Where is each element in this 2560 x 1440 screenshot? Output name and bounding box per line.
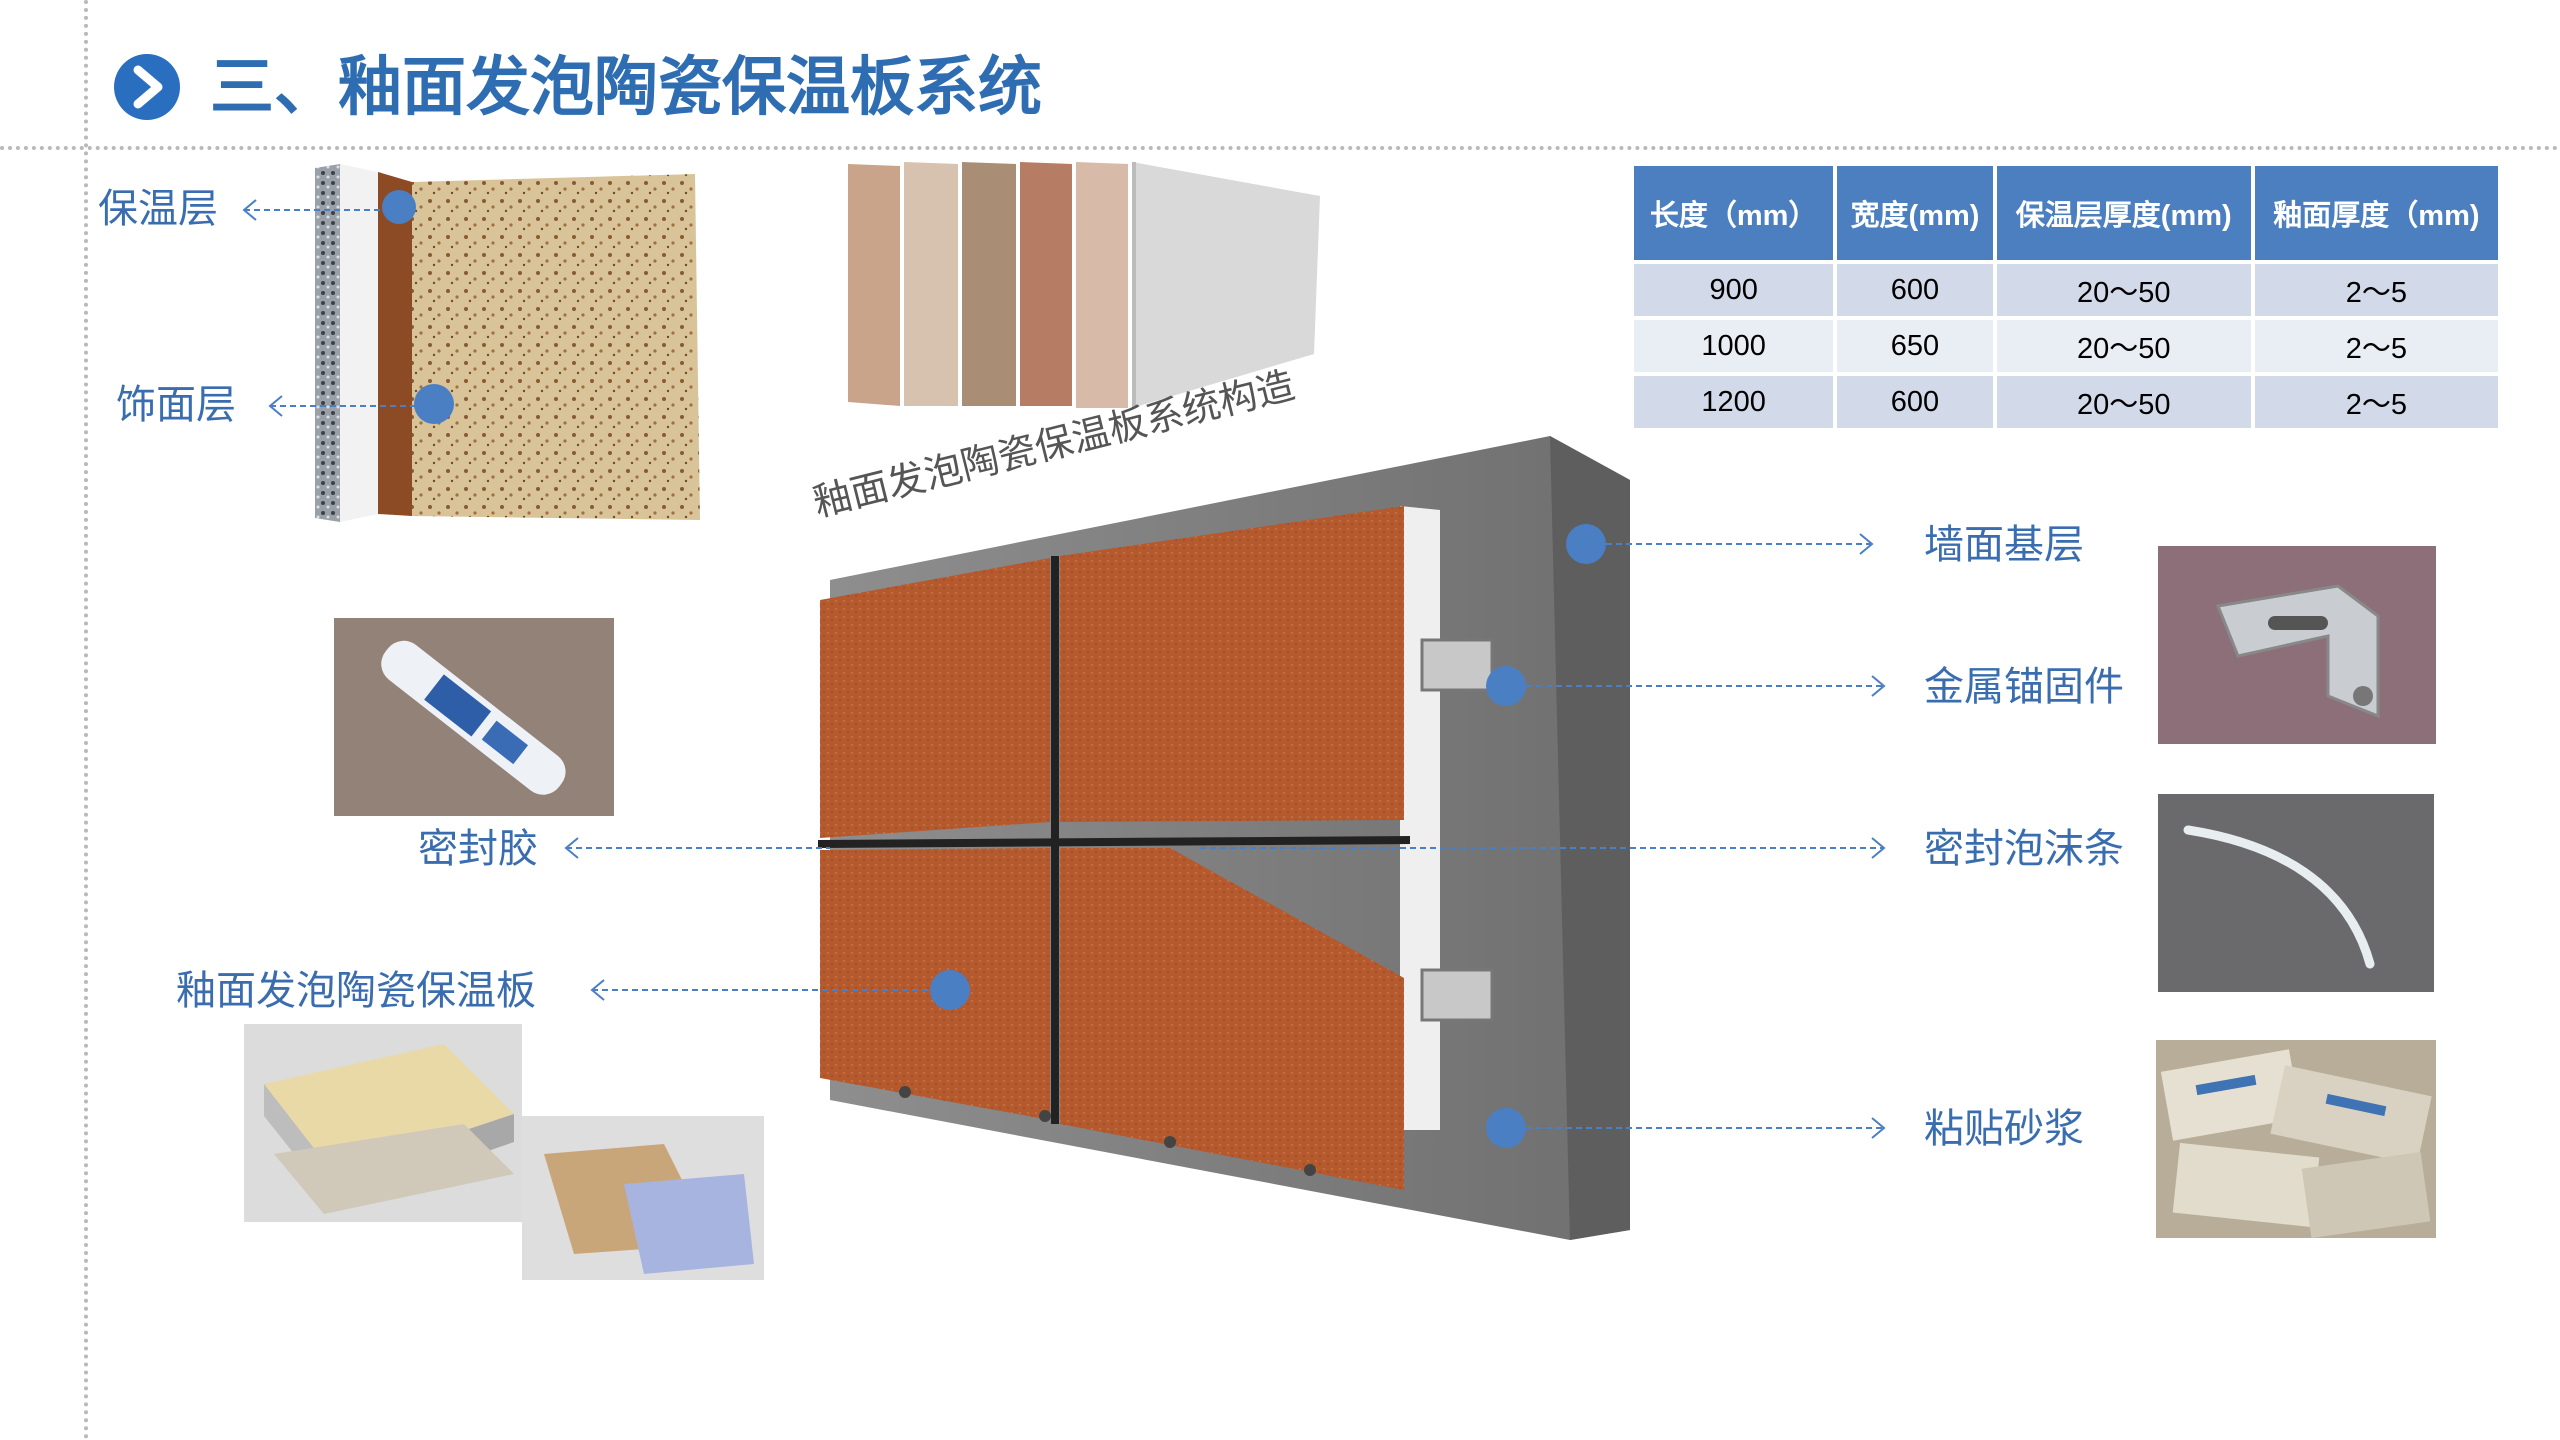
frame-horizontal-line bbox=[0, 146, 2560, 150]
column-header-glaze-thickness: 釉面厚度（mm) bbox=[2254, 166, 2498, 260]
table-cell: 2～5 bbox=[2254, 320, 2498, 372]
finish-layer-dot bbox=[414, 384, 454, 424]
table-header-row: 长度（mm） 宽度(mm) 保温层厚度(mm) 釉面厚度（mm) bbox=[1634, 166, 2498, 260]
table-row: 1000 650 20～50 2～5 bbox=[1634, 320, 2498, 372]
table-cell: 2～5 bbox=[2254, 376, 2498, 428]
page-title: 三、釉面发泡陶瓷保温板系统 bbox=[210, 51, 1042, 125]
table-row: 900 600 20～50 2～5 bbox=[1634, 264, 2498, 316]
mortar-label: 粘贴砂浆 bbox=[1924, 1106, 2084, 1152]
metal-anchor-dot bbox=[1486, 666, 1526, 706]
panel-dot bbox=[930, 970, 970, 1010]
panel-samples-photo bbox=[244, 1024, 764, 1280]
foam-strip-photo bbox=[2158, 794, 2434, 992]
panel-label: 釉面发泡陶瓷保温板 bbox=[176, 968, 536, 1014]
column-header-insulation-thickness: 保温层厚度(mm) bbox=[1996, 166, 2251, 260]
table-cell: 900 bbox=[1634, 264, 1834, 316]
table-cell: 600 bbox=[1837, 376, 1993, 428]
chevron-right-icon bbox=[114, 54, 180, 120]
mortar-bags-photo bbox=[2156, 1040, 2436, 1238]
metal-anchor-label: 金属锚固件 bbox=[1924, 664, 2124, 710]
mortar-dot bbox=[1486, 1108, 1526, 1148]
table-row: 1200 600 20～50 2～5 bbox=[1634, 376, 2498, 428]
wall-base-label: 墙面基层 bbox=[1924, 522, 2084, 568]
wall-base-dot bbox=[1566, 524, 1606, 564]
layer-leader-lines bbox=[242, 199, 420, 417]
spec-table: 长度（mm） 宽度(mm) 保温层厚度(mm) 釉面厚度（mm) 900 600… bbox=[1630, 162, 2502, 432]
table-cell: 650 bbox=[1837, 320, 1993, 372]
frame-vertical-line bbox=[84, 0, 88, 1440]
table-cell: 1200 bbox=[1634, 376, 1834, 428]
table-cell: 20～50 bbox=[1996, 320, 2251, 372]
layer-cross-section-image bbox=[315, 164, 700, 522]
sealant-label: 密封胶 bbox=[418, 826, 538, 872]
foam-strip-label: 密封泡沫条 bbox=[1924, 826, 2124, 872]
table-cell: 20～50 bbox=[1996, 376, 2251, 428]
table-cell: 2～5 bbox=[2254, 264, 2498, 316]
table-cell: 20～50 bbox=[1996, 264, 2251, 316]
wall-system-diagram bbox=[817, 436, 1630, 1240]
column-header-length: 长度（mm） bbox=[1634, 166, 1834, 260]
sealant-tube-photo bbox=[334, 618, 614, 816]
insulation-layer-dot bbox=[382, 190, 416, 224]
table-cell: 1000 bbox=[1634, 320, 1834, 372]
insulation-layer-label: 保温层 bbox=[98, 186, 218, 232]
finish-layer-label: 饰面层 bbox=[116, 382, 236, 428]
metal-anchor-photo bbox=[2158, 546, 2436, 744]
column-header-width: 宽度(mm) bbox=[1837, 166, 1993, 260]
color-sample-panels-image bbox=[848, 162, 1320, 408]
table-cell: 600 bbox=[1837, 264, 1993, 316]
